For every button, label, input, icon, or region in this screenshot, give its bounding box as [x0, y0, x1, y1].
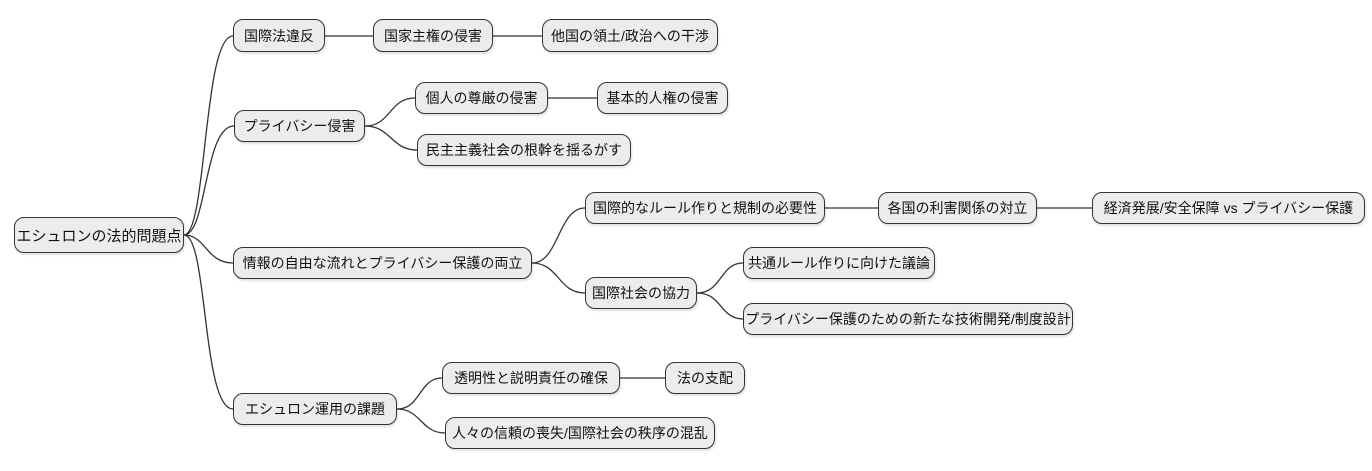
- edge-privacy-to-dignity: [364, 97, 416, 127]
- node-interference-territory-politics: 他国の領土/政治への干渉: [542, 19, 718, 52]
- edge-operation-to-loss-of-trust: [396, 408, 446, 434]
- edge-cooperation-to-common-rules: [696, 262, 744, 294]
- edge-cooperation-to-new-tech: [696, 292, 744, 320]
- node-international-rules-and-regulation: 国際的なルール作りと規制の必要性: [585, 192, 825, 224]
- node-common-rules-discussion: 共通ルール作りに向けた議論: [743, 247, 935, 279]
- node-rule-of-law: 法の支配: [665, 362, 745, 394]
- node-transparency-accountability: 透明性と説明責任の確保: [442, 362, 620, 394]
- node-fundamental-human-rights-violation: 基本的人権の侵害: [597, 82, 728, 114]
- edge-balance-to-rules: [531, 207, 586, 264]
- edge-privacy-to-democracy: [364, 125, 418, 151]
- edge-root-to-balance: [183, 234, 234, 264]
- node-root-echelon-legal-issues: エシュロンの法的問題点: [14, 217, 184, 253]
- node-national-interests-conflict: 各国の利害関係の対立: [878, 192, 1037, 224]
- node-international-cooperation: 国際社会の協力: [585, 277, 697, 309]
- node-international-law-violation: 国際法違反: [233, 19, 325, 52]
- node-balance-info-flow-and-privacy: 情報の自由な流れとプライバシー保護の両立: [233, 247, 532, 279]
- node-shakes-democracy-foundation: 民主主義社会の根幹を揺るがす: [417, 134, 631, 166]
- edge-root-to-operation-issues: [183, 234, 234, 410]
- edge-root-to-privacy: [183, 125, 235, 236]
- node-economy-security-vs-privacy: 経済発展/安全保障 vs プライバシー保護: [1092, 192, 1365, 224]
- node-echelon-operation-issues: エシュロン運用の課題: [233, 393, 397, 425]
- node-new-tech-and-institutional-design: プライバシー保護のための新たな技術開発/制度設計: [743, 303, 1073, 335]
- node-individual-dignity-violation: 個人の尊厳の侵害: [415, 82, 548, 114]
- node-state-sovereignty-infringement: 国家主権の侵害: [373, 19, 493, 52]
- edge-root-to-international-law: [183, 35, 234, 236]
- edge-operation-to-transparency: [396, 377, 443, 410]
- edge-balance-to-cooperation: [531, 262, 586, 294]
- node-privacy-violation: プライバシー侵害: [234, 110, 365, 142]
- node-loss-of-trust-and-order-disruption: 人々の信頼の喪失/国際社会の秩序の混乱: [445, 417, 715, 449]
